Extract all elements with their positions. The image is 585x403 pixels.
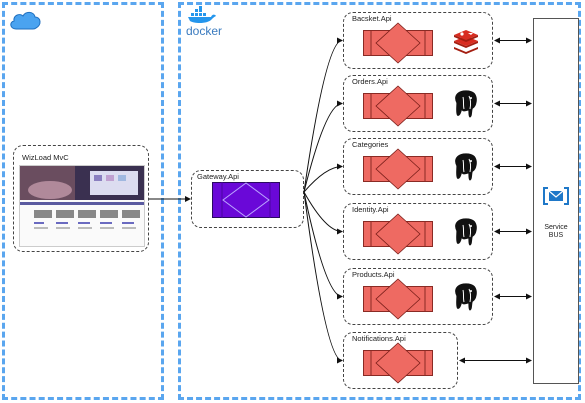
postgresql-icon	[453, 152, 479, 182]
service-title: Categories	[352, 140, 389, 149]
docker-whale-icon	[188, 6, 216, 24]
service-title: Identity.Api	[352, 205, 389, 214]
service-bus-label-1: Service	[544, 224, 568, 231]
postgresql-icon	[453, 217, 479, 247]
docker-region	[178, 2, 581, 400]
client-region	[2, 2, 164, 400]
service-bus-label-2: BUS	[548, 232, 564, 239]
service-title: Orders.Api	[352, 77, 388, 86]
client-title: WizLoad MvC	[22, 153, 69, 162]
api-service-icon	[363, 85, 433, 127]
gateway-icon	[212, 182, 280, 218]
api-service-icon	[363, 213, 433, 255]
docker-label: docker	[186, 24, 223, 38]
cloud-icon	[10, 11, 41, 30]
service-title: Notifications.Api	[352, 334, 406, 343]
redis-icon	[453, 30, 479, 54]
api-service-icon	[363, 278, 433, 320]
postgresql-icon	[453, 282, 479, 312]
api-service-icon	[363, 22, 433, 64]
client-screenshot	[19, 165, 145, 247]
service-title: Products.Api	[352, 270, 395, 279]
service-bus-icon	[543, 187, 569, 205]
api-service-icon	[363, 148, 433, 190]
postgresql-icon	[453, 89, 479, 119]
service-title: Bacsket.Api	[352, 14, 392, 23]
api-service-icon	[363, 342, 433, 384]
gateway-title: Gateway.Api	[197, 172, 239, 181]
service-bus: Service BUS	[533, 18, 579, 384]
